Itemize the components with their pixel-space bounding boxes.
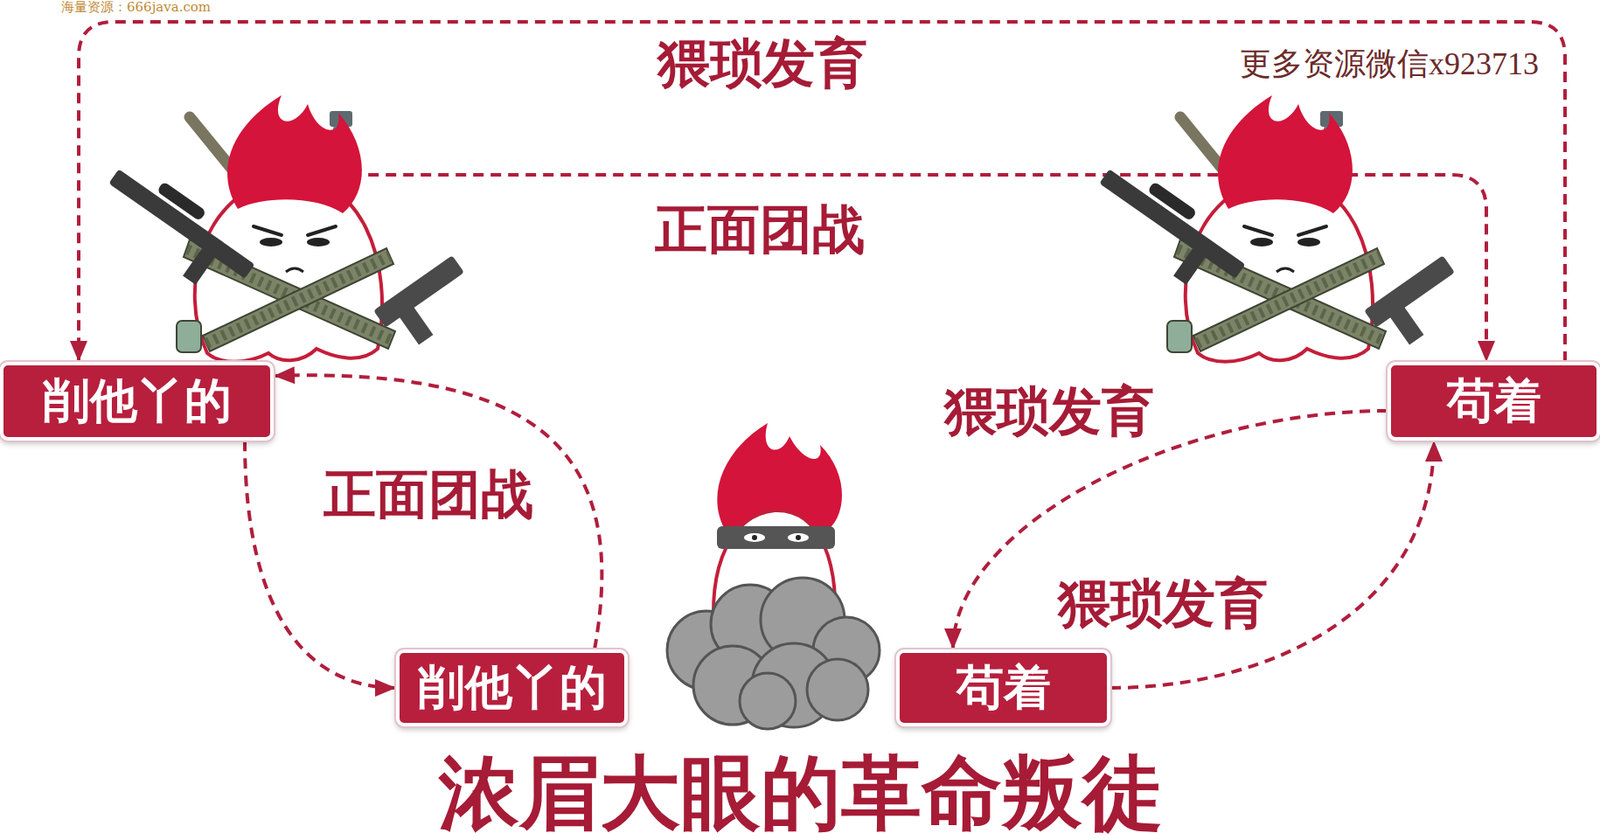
dashed-arrow xyxy=(1110,440,1443,689)
watermark: 海量资源：666java.com xyxy=(61,0,211,15)
arrowhead xyxy=(1477,340,1496,362)
label-box: 削他丫的 xyxy=(0,361,274,441)
label-box: 苟着 xyxy=(896,649,1111,727)
edge-label: 猥琐发育 xyxy=(652,33,873,94)
title: 浓眉大眼的革命叛徒 xyxy=(438,753,1163,835)
edge-label: 猥琐发育 xyxy=(939,381,1160,442)
dashed-arrow xyxy=(944,410,1388,650)
connector-line xyxy=(953,410,1388,650)
arrowhead xyxy=(273,366,295,384)
box-label: 苟着 xyxy=(1446,375,1542,427)
label-box: 苟着 xyxy=(1387,361,1600,441)
edge-label: 正面团战 xyxy=(649,199,870,260)
box-label: 苟着 xyxy=(956,661,1051,714)
connector-line xyxy=(78,21,1566,362)
dashed-arrow xyxy=(69,21,1566,362)
arrowhead xyxy=(944,628,962,650)
label-box: 削他丫的 xyxy=(396,649,628,727)
connector-line xyxy=(1110,440,1434,689)
arrowhead xyxy=(69,340,88,362)
watermark: 更多资源微信x923713 xyxy=(1239,47,1539,83)
arrowhead xyxy=(1425,440,1443,462)
box-label: 削他丫的 xyxy=(42,375,232,427)
connector-line xyxy=(273,375,602,650)
edge-label: 猥琐发育 xyxy=(1052,573,1274,634)
dashed-arrow xyxy=(273,366,602,650)
arrowhead xyxy=(375,679,397,697)
box-label: 削他丫的 xyxy=(417,661,607,714)
edge-label: 正面团战 xyxy=(318,464,539,525)
